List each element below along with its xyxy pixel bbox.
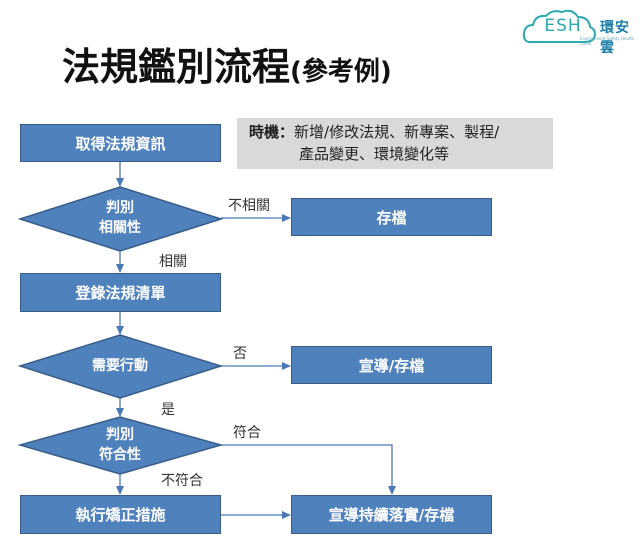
edge-label-compliant: 符合 bbox=[233, 425, 261, 441]
compliance-label-line2: 符合性 bbox=[99, 447, 141, 463]
logo-chinese-name: 環安雲 bbox=[600, 20, 630, 56]
decision-relevance bbox=[17, 186, 224, 252]
relevance-label-line1: 判別 bbox=[106, 200, 134, 216]
compliance-label-line1: 判別 bbox=[106, 427, 134, 443]
logo-letters: ESH bbox=[544, 16, 582, 36]
page-title: 法規鑑別流程(參考例) bbox=[62, 42, 392, 92]
step-corrective-action: 執行矯正措施 bbox=[20, 495, 221, 534]
decision-compliance bbox=[17, 416, 224, 475]
decision-action-needed bbox=[17, 334, 224, 399]
esh-logo: ESH 環安雲 Environment Safety Health Cloud bbox=[522, 6, 635, 56]
edge-label-not-relevant: 不相關 bbox=[228, 198, 270, 214]
edge-label-non-compliant: 不符合 bbox=[161, 473, 203, 489]
note-line1: 新增/修改法規、新專案、製程/ bbox=[294, 123, 500, 141]
step-register-list: 登錄法規清單 bbox=[20, 273, 221, 312]
relevance-label-line2: 相關性 bbox=[99, 220, 141, 236]
logo-tagline: Environment Safety Health Cloud bbox=[580, 36, 635, 46]
note-line2: 產品變更、環境變化等 bbox=[299, 145, 450, 163]
edge-label-yes: 是 bbox=[161, 402, 175, 418]
step-continuous-archive: 宣導持續落實/存檔 bbox=[291, 495, 492, 534]
edge-label-relevant: 相關 bbox=[159, 254, 187, 270]
compliance-label: 判別 符合性 bbox=[70, 425, 170, 465]
title-main: 法規鑑別流程 bbox=[62, 45, 291, 89]
relevance-label: 判別 相關性 bbox=[70, 198, 170, 238]
cloud-logo-icon bbox=[522, 9, 596, 43]
step-advocate-archive: 宣導/存檔 bbox=[291, 346, 492, 384]
timing-note: 時機：新增/修改法規、新專案、製程/ 產品變更、環境變化等 bbox=[237, 118, 553, 169]
note-label: 時機： bbox=[249, 123, 295, 141]
edge-label-no: 否 bbox=[233, 346, 247, 362]
step-acquire-regulations: 取得法規資訊 bbox=[20, 124, 221, 162]
step-archive: 存檔 bbox=[291, 198, 492, 236]
arrow-compliance-to-continuous bbox=[221, 444, 396, 495]
title-suffix: (參考例) bbox=[290, 57, 392, 87]
action-needed-label: 需要行動 bbox=[92, 358, 148, 374]
